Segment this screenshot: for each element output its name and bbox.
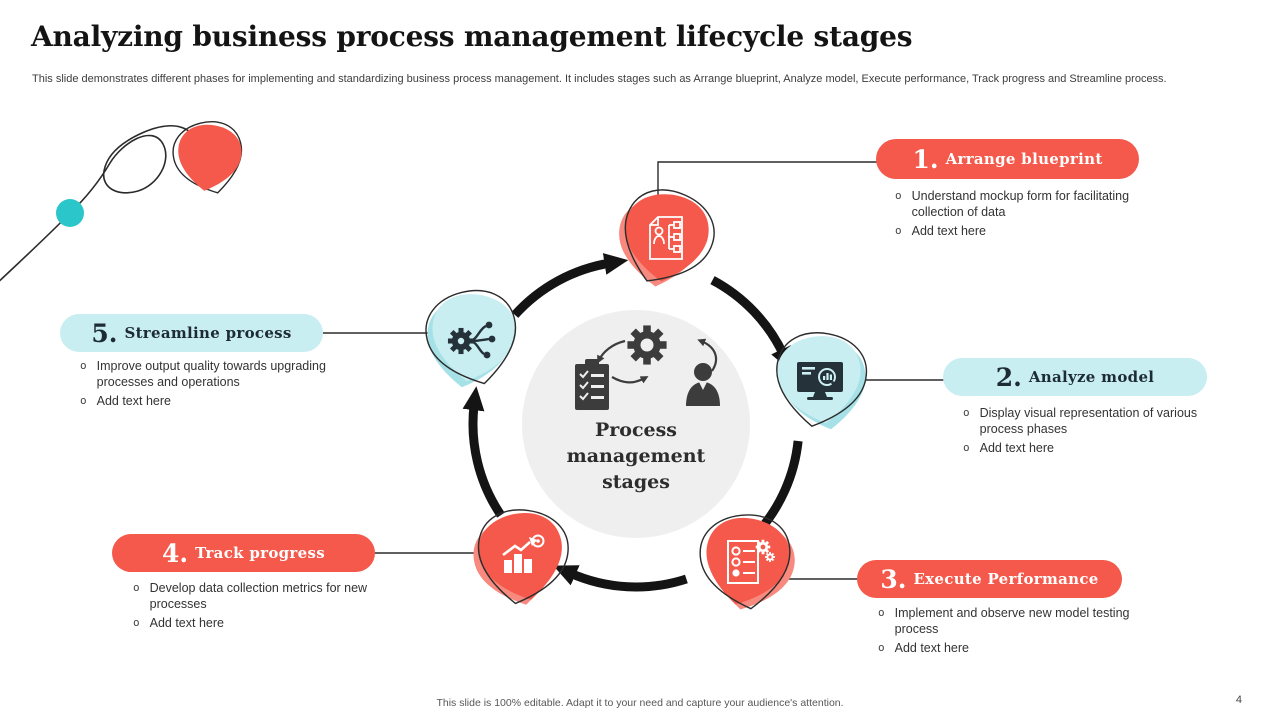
arrow-4-to-5	[462, 386, 505, 518]
stage2-number: 2.	[995, 362, 1022, 392]
stage4-number: 4.	[162, 538, 189, 568]
stage3-number: 3.	[880, 564, 907, 594]
bullet-text: Add text here	[894, 641, 969, 655]
gear-network-icon	[447, 321, 496, 359]
list-item: o Implement and observe new model testin…	[878, 605, 1140, 637]
page-title: Analyzing business process management li…	[31, 20, 913, 53]
teal-dot	[56, 199, 84, 227]
bullet-marker: o	[878, 641, 885, 654]
stage5-banner: 5. Streamline process	[60, 314, 323, 352]
list-item: o Understand mockup form for facilitatin…	[895, 188, 1135, 220]
list-item: o Add text here	[963, 440, 1213, 456]
bullet-text: Add text here	[979, 441, 1054, 455]
list-item: o Add text here	[878, 640, 1140, 656]
arrow-2-to-3	[745, 440, 803, 547]
stage5-number: 5.	[91, 318, 118, 348]
stage4-banner: 4. Track progress	[112, 534, 375, 572]
stage3-node	[694, 509, 803, 620]
slide-description: This slide demonstrates different phases…	[32, 73, 1167, 85]
decorative-swirl	[0, 114, 252, 282]
bullet-text: Add text here	[911, 224, 986, 238]
bullet-marker: o	[133, 616, 140, 629]
stage4-bullets: o Develop data collection metrics for ne…	[133, 580, 397, 634]
bullet-text: Implement and observe new model testing …	[894, 606, 1130, 636]
bullet-marker: o	[895, 224, 902, 237]
center-label: Process management stages	[566, 419, 706, 493]
bullet-text: Understand mockup form for facilitating …	[911, 189, 1130, 219]
stage3-bullets: o Implement and observe new model testin…	[878, 605, 1140, 659]
decor-red-blob	[166, 114, 252, 202]
stage2-node	[766, 325, 874, 436]
arrow-5-to-1	[511, 253, 629, 318]
stage1-node	[605, 176, 727, 300]
cycle-arrows	[462, 253, 803, 592]
monitor-analysis-icon	[797, 362, 843, 400]
document-workflow-icon	[649, 216, 683, 260]
stage1-number: 1.	[912, 144, 939, 174]
bullet-marker: o	[878, 606, 885, 619]
stage2-bullets: o Display visual representation of vario…	[963, 405, 1213, 459]
bullet-text: Improve output quality towards upgrading…	[96, 359, 326, 389]
bullet-text: Add text here	[96, 394, 171, 408]
stage1-title: Arrange blueprint	[945, 150, 1103, 168]
arrow-3-to-4	[553, 565, 688, 592]
stage2-banner: 2. Analyze model	[943, 358, 1207, 396]
stage3-banner: 3. Execute Performance	[857, 560, 1122, 598]
page-number: 4	[1235, 694, 1242, 706]
bullet-text: Develop data collection metrics for new …	[149, 581, 368, 611]
stage2-title: Analyze model	[1028, 368, 1155, 386]
stage1-banner: 1. Arrange blueprint	[876, 139, 1139, 179]
list-item: o Develop data collection metrics for ne…	[133, 580, 397, 612]
list-item: o Add text here	[133, 615, 397, 631]
bullet-marker: o	[80, 394, 87, 407]
connector-lines	[323, 161, 944, 580]
stage3-title: Execute Performance	[913, 570, 1099, 588]
stage5-bullets: o Improve output quality towards upgradi…	[80, 358, 338, 412]
bullet-marker: o	[133, 581, 140, 594]
bullet-text: Display visual representation of various…	[979, 406, 1198, 436]
clipboard-gear-person-icon	[575, 325, 720, 410]
stage5-title: Streamline process	[124, 324, 292, 342]
list-item: o Improve output quality towards upgradi…	[80, 358, 338, 390]
bullet-marker: o	[80, 359, 87, 372]
connector-stage1	[657, 161, 877, 198]
arrow-1-to-2	[710, 276, 792, 372]
stage1-bullets: o Understand mockup form for facilitatin…	[895, 188, 1135, 242]
stage5-node	[417, 280, 529, 396]
footer-note: This slide is 100% editable. Adapt it to…	[436, 697, 844, 709]
list-item: o Add text here	[80, 393, 338, 409]
growth-chart-icon	[502, 534, 545, 573]
checklist-gear-icon	[727, 539, 775, 584]
bullet-marker: o	[895, 189, 902, 202]
bullet-marker: o	[963, 441, 970, 454]
stage4-node	[467, 503, 574, 614]
bullet-marker: o	[963, 406, 970, 419]
list-item: o Display visual representation of vario…	[963, 405, 1213, 437]
stage4-title: Track progress	[195, 544, 325, 562]
bullet-text: Add text here	[149, 616, 224, 630]
list-item: o Add text here	[895, 223, 1135, 239]
